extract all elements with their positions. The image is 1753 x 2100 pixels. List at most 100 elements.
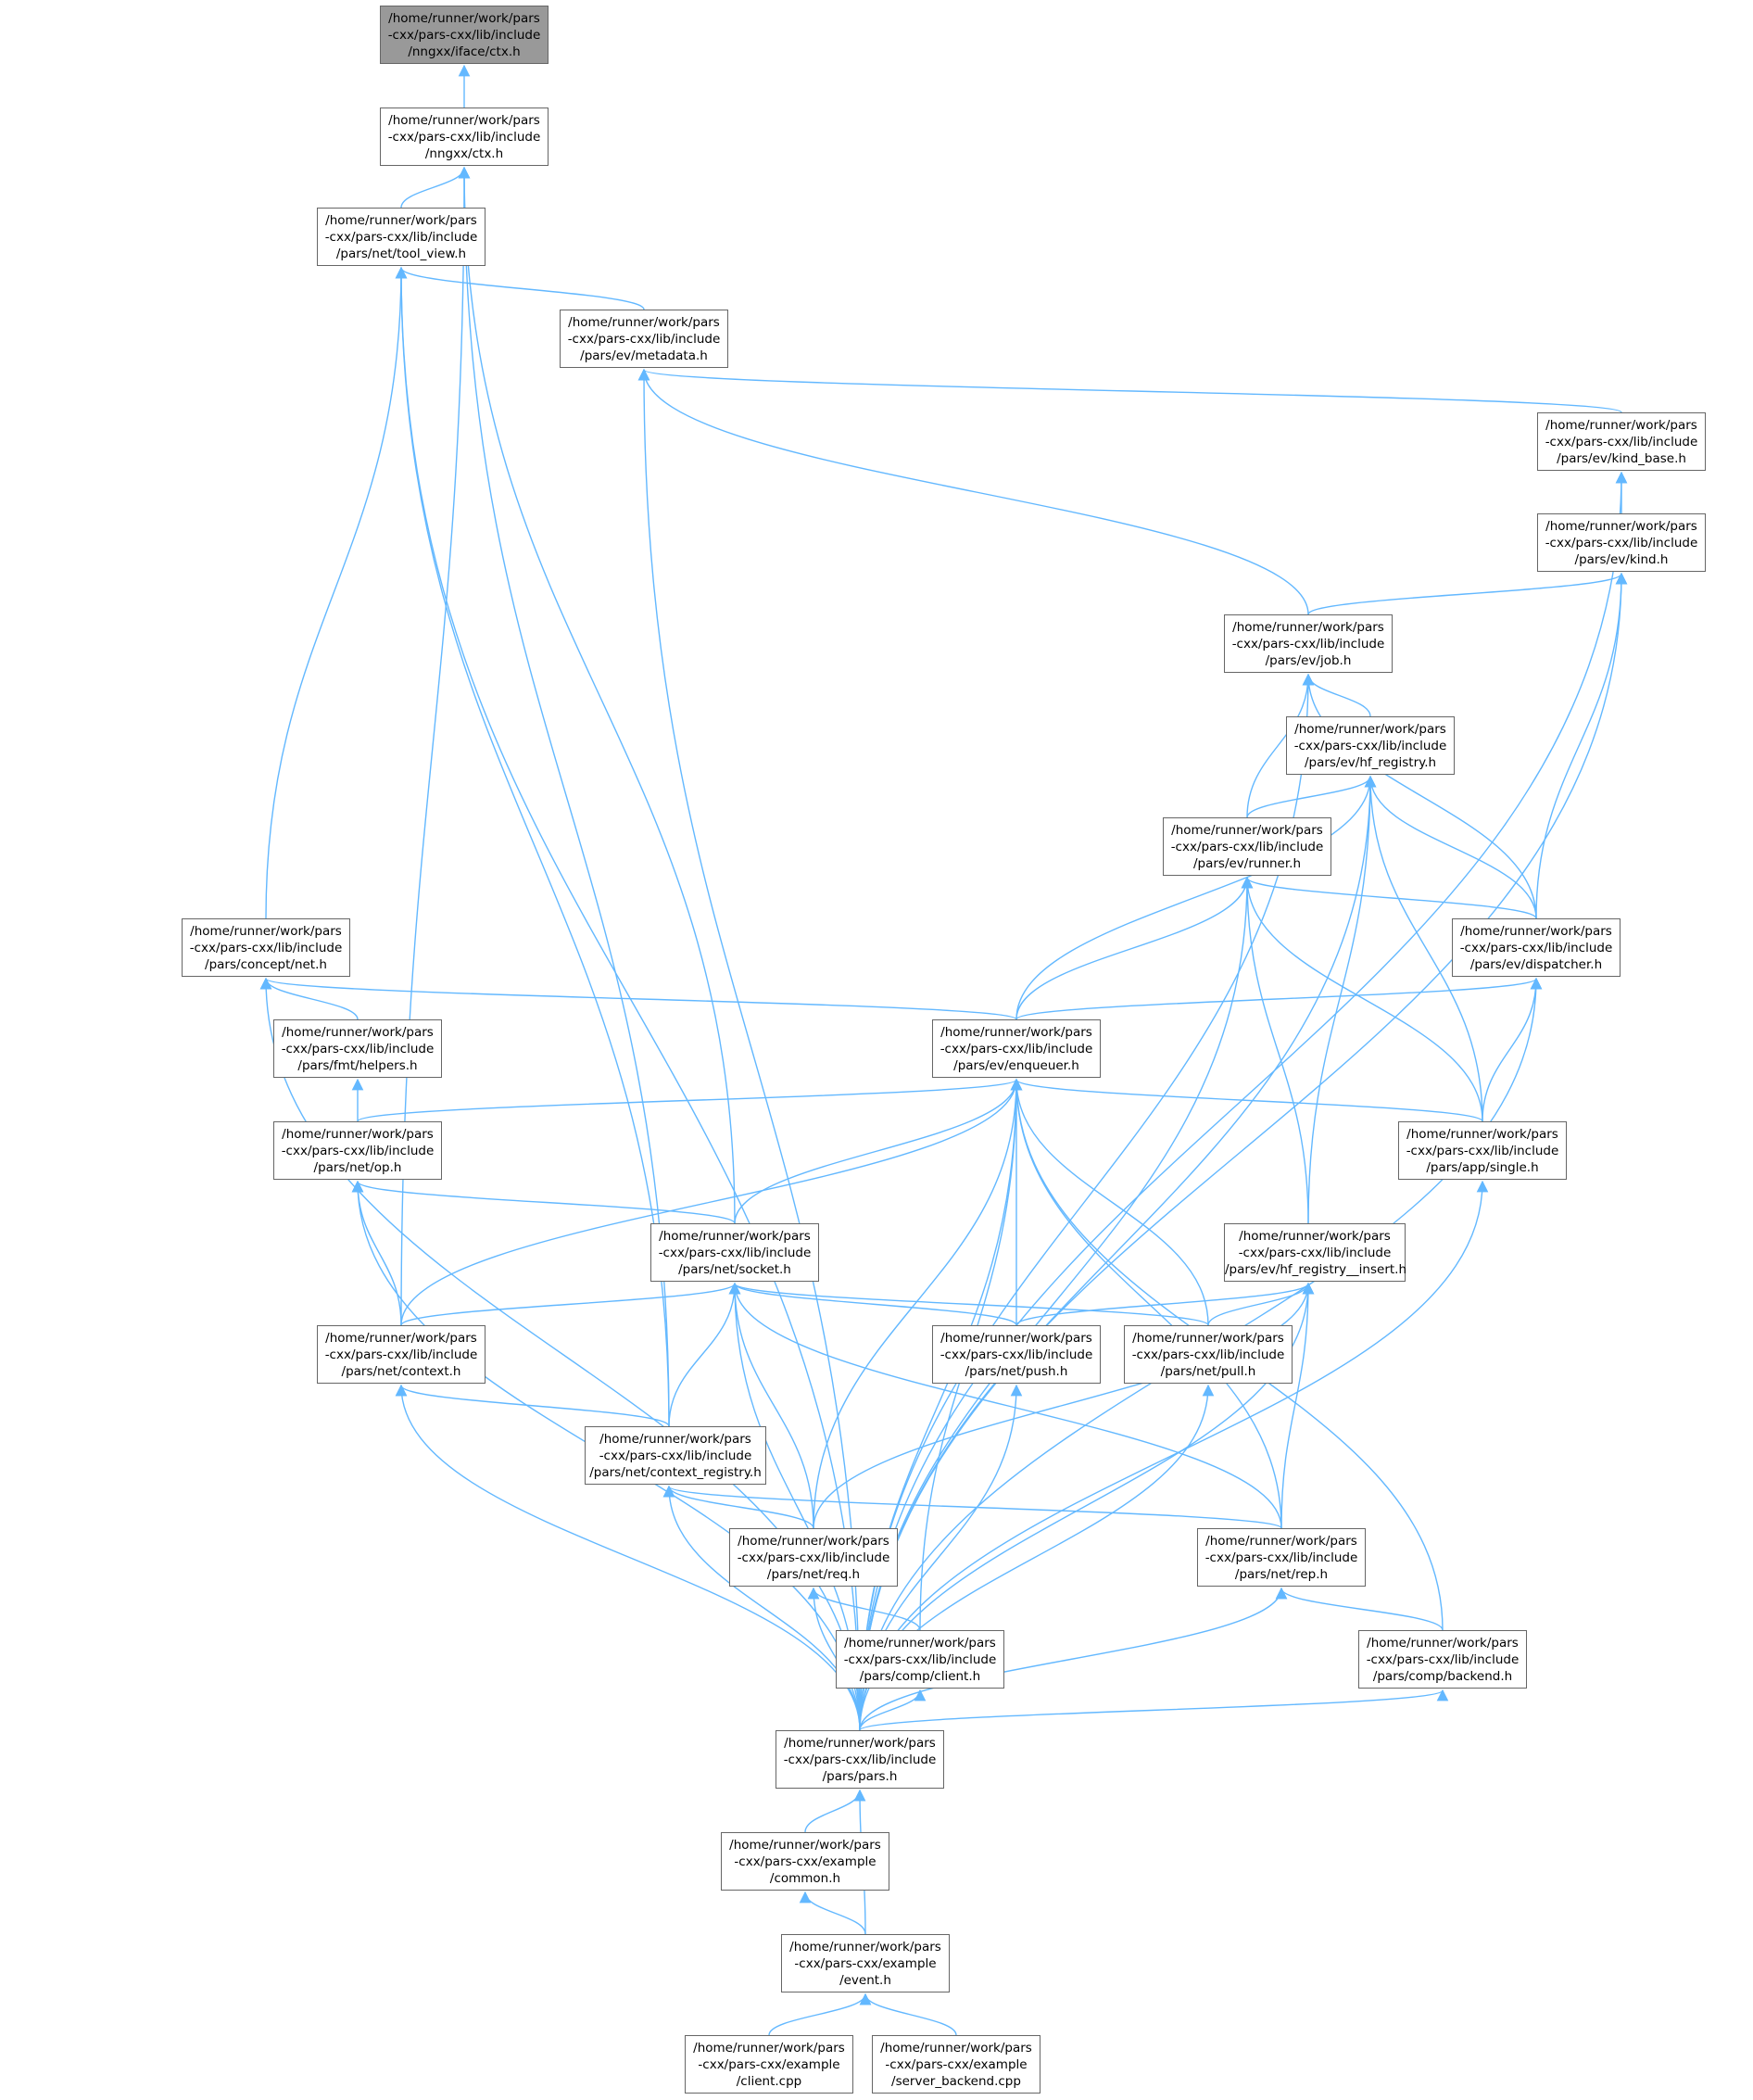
node-label-line: /home/runner/work/pars xyxy=(1294,721,1446,737)
graph-node-nngxx-ctx[interactable]: /home/runner/work/pars-cxx/pars-cxx/lib/… xyxy=(380,108,549,166)
node-label-line: -cxx/pars-cxx/lib/include xyxy=(1238,1245,1392,1260)
graph-node-hf-registry[interactable]: /home/runner/work/pars-cxx/pars-cxx/lib/… xyxy=(1286,716,1455,775)
include-edge-context-to-enqueuer xyxy=(400,1078,1023,1326)
include-edge-event-to-common xyxy=(799,1891,866,1935)
node-label-line: -cxx/pars-cxx/lib/include xyxy=(1406,1143,1559,1158)
include-edge-pull-to-enqueuer xyxy=(1010,1078,1209,1326)
graph-node-dispatcher[interactable]: /home/runner/work/pars-cxx/pars-cxx/lib/… xyxy=(1452,918,1621,977)
include-edge-context-to-op xyxy=(351,1180,402,1326)
graph-node-tool-view[interactable]: /home/runner/work/pars-cxx/pars-cxx/lib/… xyxy=(317,208,486,266)
node-label-line: /pars/ev/kind_base.h xyxy=(1557,450,1686,466)
graph-node-concept-net[interactable]: /home/runner/work/pars-cxx/pars-cxx/lib/… xyxy=(182,918,350,977)
include-edge-dispatcher-to-kind xyxy=(1535,572,1628,919)
include-edge-enqueuer-to-hf_registry xyxy=(1015,775,1377,1020)
graph-node-socket[interactable]: /home/runner/work/pars-cxx/pars-cxx/lib/… xyxy=(650,1223,819,1282)
include-edge-single-to-enqueuer xyxy=(1010,1078,1483,1122)
node-label-line: /common.h xyxy=(769,1870,841,1886)
graph-node-push[interactable]: /home/runner/work/pars-cxx/pars-cxx/lib/… xyxy=(932,1325,1101,1384)
node-label-line: /home/runner/work/pars xyxy=(282,1024,434,1040)
node-label-line: /home/runner/work/pars xyxy=(568,314,720,330)
node-label-line: -cxx/pars-cxx/lib/include xyxy=(1204,1550,1358,1565)
graph-node-rep[interactable]: /home/runner/work/pars-cxx/pars-cxx/lib/… xyxy=(1197,1528,1366,1587)
include-edge-concept_net-to-tool_view xyxy=(265,266,408,919)
node-label-line: /pars/ev/runner.h xyxy=(1192,855,1302,871)
node-label-line: /pars/ev/job.h xyxy=(1265,652,1352,668)
node-label-line: -cxx/pars-cxx/example xyxy=(794,1955,937,1971)
node-label-line: /pars/net/rep.h xyxy=(1234,1566,1329,1582)
graph-node-fmt-helpers[interactable]: /home/runner/work/pars-cxx/pars-cxx/lib/… xyxy=(273,1019,442,1078)
node-label-line: /client.cpp xyxy=(736,2073,802,2089)
node-label-line: -cxx/pars-cxx/lib/include xyxy=(189,940,343,955)
node-label-line: /pars/comp/backend.h xyxy=(1372,1668,1513,1684)
include-edge-op-to-enqueuer xyxy=(357,1078,1022,1122)
include-edge-pars_h-to-client_h xyxy=(859,1689,927,1731)
include-edge-runner-to-hf_registry xyxy=(1246,775,1377,818)
node-label-line: /server_backend.cpp xyxy=(891,2073,1021,2089)
node-label-line: /home/runner/work/pars xyxy=(388,10,540,26)
graph-node-kind-base[interactable]: /home/runner/work/pars-cxx/pars-cxx/lib/… xyxy=(1537,412,1706,471)
include-edge-context_registry-to-context xyxy=(395,1384,670,1427)
include-edge-req-to-socket xyxy=(728,1282,814,1529)
include-edge-job-to-kind xyxy=(1307,572,1628,615)
graph-node-client-cpp[interactable]: /home/runner/work/pars-cxx/pars-cxx/exam… xyxy=(685,2035,853,2094)
node-label-line: /home/runner/work/pars xyxy=(738,1533,889,1549)
graph-node-single[interactable]: /home/runner/work/pars-cxx/pars-cxx/lib/… xyxy=(1398,1121,1567,1180)
graph-node-context[interactable]: /home/runner/work/pars-cxx/pars-cxx/lib/… xyxy=(317,1325,486,1384)
include-edge-hf_insert-to-hf_registry xyxy=(1307,775,1377,1224)
include-edge-pars_h-to-backend xyxy=(859,1689,1448,1731)
node-label-line: /home/runner/work/pars xyxy=(282,1126,434,1142)
include-edge-enqueuer-to-dispatcher xyxy=(1015,977,1542,1020)
node-label-line: /home/runner/work/pars xyxy=(1367,1635,1519,1651)
graph-node-metadata[interactable]: /home/runner/work/pars-cxx/pars-cxx/lib/… xyxy=(560,310,728,368)
include-edge-dispatcher-to-hf_registry xyxy=(1364,775,1537,919)
node-label-line: /nngxx/ctx.h xyxy=(424,145,504,161)
graph-node-pars-h[interactable]: /home/runner/work/pars-cxx/pars-cxx/lib/… xyxy=(776,1730,944,1789)
graph-node-event[interactable]: /home/runner/work/pars-cxx/pars-cxx/exam… xyxy=(781,1934,950,1992)
node-label-line: -cxx/pars-cxx/lib/include xyxy=(281,1143,435,1158)
node-label-line: -cxx/pars-cxx/lib/include xyxy=(783,1752,937,1767)
node-label-line: /home/runner/work/pars xyxy=(1171,822,1323,838)
include-edge-rep-to-enqueuer xyxy=(1010,1078,1282,1529)
graph-node-job[interactable]: /home/runner/work/pars-cxx/pars-cxx/lib/… xyxy=(1224,614,1393,673)
node-label-line: /pars/net/tool_view.h xyxy=(335,246,467,261)
node-label-line: -cxx/pars-cxx/lib/include xyxy=(1545,535,1698,550)
graph-node-pull[interactable]: /home/runner/work/pars-cxx/pars-cxx/lib/… xyxy=(1124,1325,1293,1384)
include-edge-fmt_helpers-to-concept_net xyxy=(259,977,359,1020)
graph-node-op[interactable]: /home/runner/work/pars-cxx/pars-cxx/lib/… xyxy=(273,1121,442,1180)
node-label-line: /pars/ev/kind.h xyxy=(1574,551,1669,567)
include-edge-common-to-pars_h xyxy=(804,1789,866,1833)
include-edge-context-to-nngxx_ctx xyxy=(400,166,471,1326)
graph-node-server-backend[interactable]: /home/runner/work/pars-cxx/pars-cxx/exam… xyxy=(872,2035,1040,2094)
include-edge-socket-to-nngxx_ctx xyxy=(458,166,736,1224)
graph-node-enqueuer[interactable]: /home/runner/work/pars-cxx/pars-cxx/lib/… xyxy=(932,1019,1101,1078)
node-label-line: /pars/concept/net.h xyxy=(205,956,327,972)
node-label-line: /pars/ev/enqueuer.h xyxy=(953,1057,1079,1073)
node-label-line: -cxx/pars-cxx/lib/include xyxy=(1170,839,1324,854)
include-edge-pars_h-to-kind_base xyxy=(859,471,1628,1731)
node-label-line: /home/runner/work/pars xyxy=(784,1735,936,1751)
node-label-line: /home/runner/work/pars xyxy=(1132,1330,1284,1346)
node-label-line: /pars/net/socket.h xyxy=(678,1261,791,1277)
graph-node-client-h[interactable]: /home/runner/work/pars-cxx/pars-cxx/lib/… xyxy=(836,1630,1004,1689)
include-edge-tool_view-to-nngxx_ctx xyxy=(400,166,471,209)
include-edge-req-to-hf_insert xyxy=(813,1282,1315,1529)
graph-node-hf-insert[interactable]: /home/runner/work/pars-cxx/pars-cxx/lib/… xyxy=(1224,1223,1406,1282)
node-label-line: -cxx/pars-cxx/lib/include xyxy=(737,1550,890,1565)
graph-node-runner[interactable]: /home/runner/work/pars-cxx/pars-cxx/lib/… xyxy=(1163,817,1331,876)
graph-node-backend[interactable]: /home/runner/work/pars-cxx/pars-cxx/lib/… xyxy=(1358,1630,1527,1689)
graph-node-req[interactable]: /home/runner/work/pars-cxx/pars-cxx/lib/… xyxy=(729,1528,898,1587)
node-label-line: -cxx/pars-cxx/lib/include xyxy=(1231,636,1385,652)
include-edge-enqueuer-to-concept_net xyxy=(260,977,1017,1020)
include-edge-pars_h-to-metadata xyxy=(637,368,861,1731)
graph-node-kind[interactable]: /home/runner/work/pars-cxx/pars-cxx/lib/… xyxy=(1537,513,1706,572)
node-label-line: /home/runner/work/pars xyxy=(659,1228,811,1244)
node-label-line: -cxx/pars-cxx/lib/include xyxy=(940,1041,1093,1056)
node-label-line: -cxx/pars-cxx/lib/include xyxy=(1131,1347,1285,1362)
graph-node-common[interactable]: /home/runner/work/pars-cxx/pars-cxx/exam… xyxy=(721,1832,889,1891)
node-label-line: /home/runner/work/pars xyxy=(844,1635,996,1651)
include-edge-pars_h-to-rep xyxy=(859,1587,1288,1731)
graph-node-context-registry[interactable]: /home/runner/work/pars-cxx/pars-cxx/lib/… xyxy=(585,1426,766,1485)
include-edge-dispatcher-to-job xyxy=(1302,673,1537,919)
include-edge-dispatcher-to-runner xyxy=(1241,876,1537,919)
